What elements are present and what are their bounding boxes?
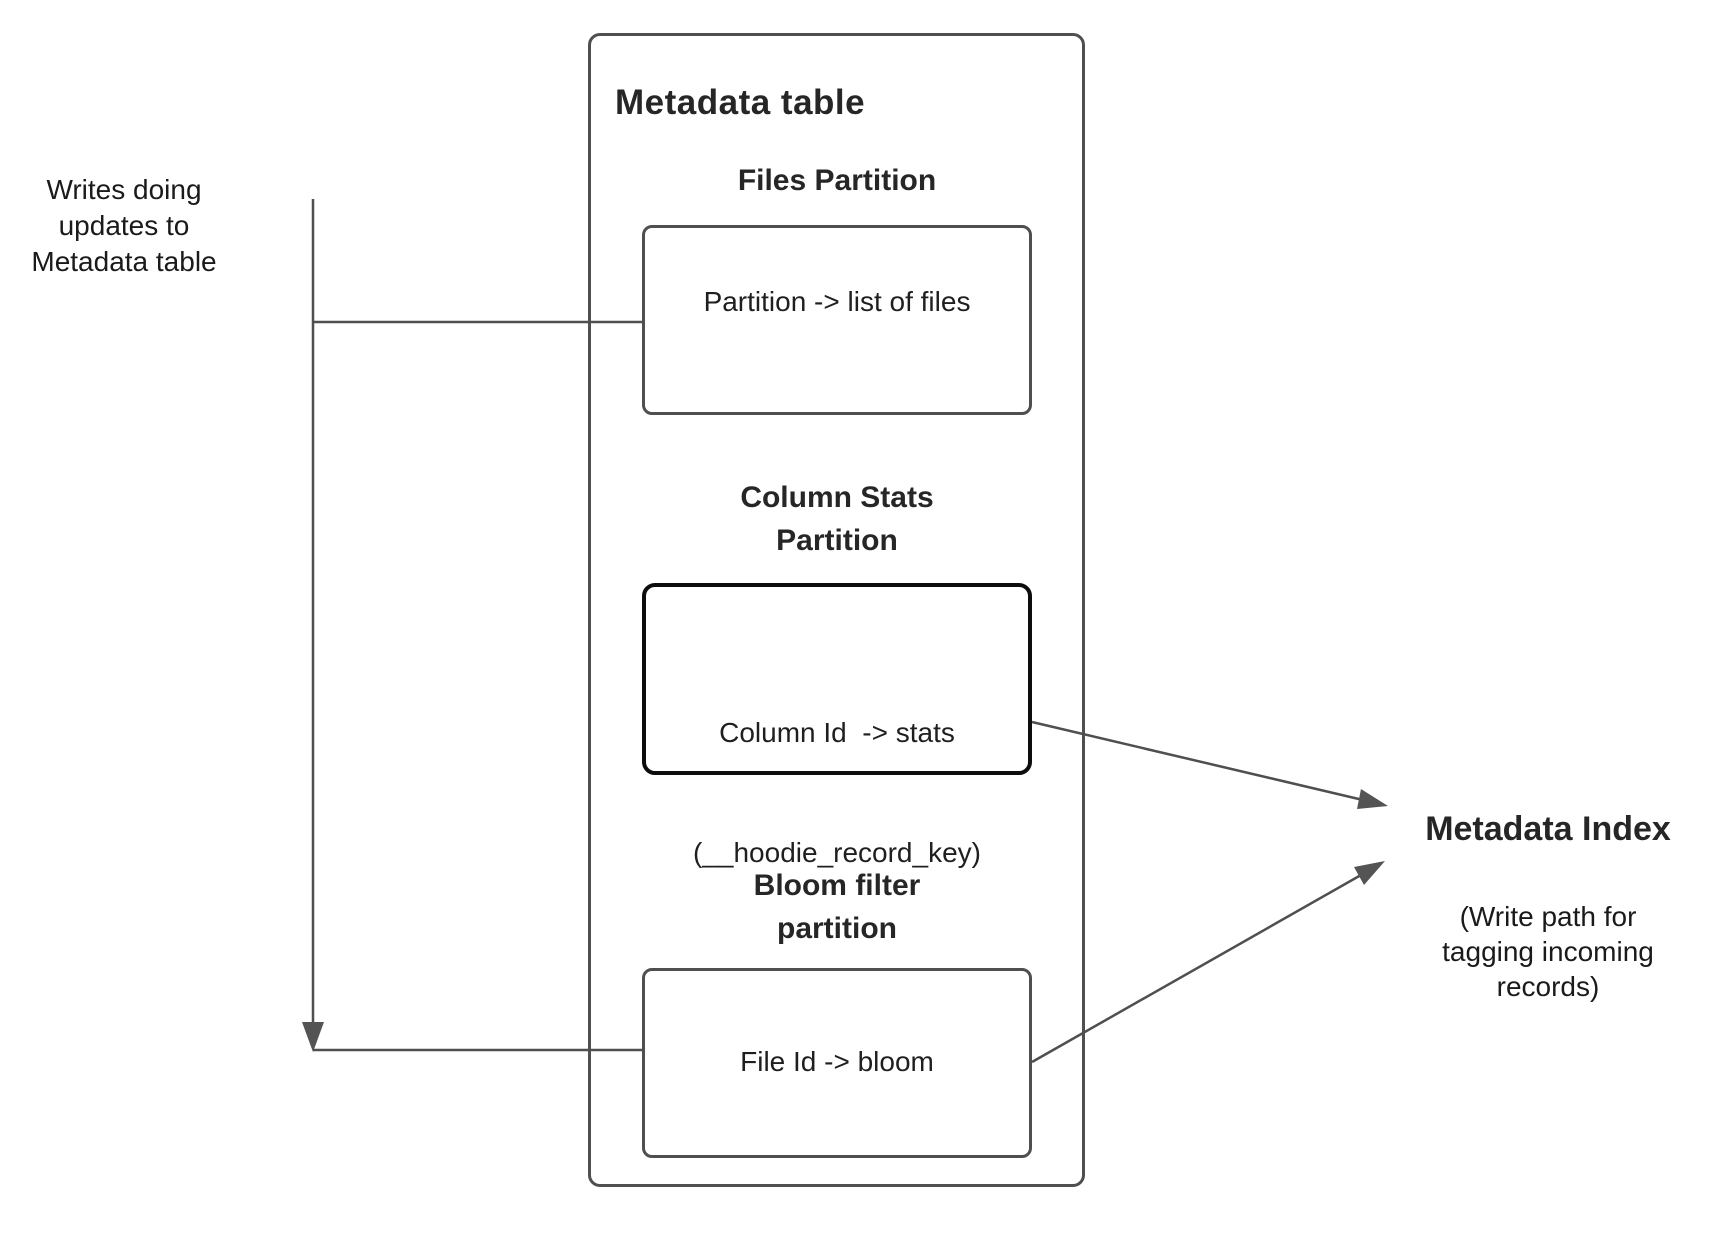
bloom-filter-partition-title-line: Bloom filter — [753, 869, 921, 902]
metadata-table-box: Metadata table Files Partition Partition… — [588, 33, 1085, 1187]
column-stats-to-index-arrowhead-icon — [1357, 789, 1388, 809]
files-partition-mapping: Partition -> list of files — [703, 286, 971, 317]
column-stats-mapping: Column Id -> stats (__hoodie_record_key) — [646, 633, 1028, 953]
bloom-filter-partition-title-line: partition — [777, 912, 897, 945]
writes-arrowhead-down-icon — [302, 1022, 324, 1052]
writes-note-line: Writes doing — [46, 174, 202, 205]
metadata-table-title: Metadata table — [615, 83, 866, 122]
column-stats-mapping-key: (__hoodie_record_key) — [693, 837, 981, 868]
writes-note: Writes doing updates to Metadata table — [14, 172, 234, 280]
metadata-index-title: Metadata Index — [1425, 810, 1671, 848]
writes-note-line: updates to — [58, 210, 190, 241]
metadata-index-subtitle-line: tagging incoming — [1442, 936, 1654, 967]
column-stats-partition-title-line: Column Stats — [740, 481, 934, 514]
metadata-index-subtitle-line: records) — [1496, 971, 1600, 1002]
bloom-filter-mapping: File Id -> bloom — [740, 1046, 934, 1077]
metadata-index-subtitle-line: (Write path for — [1459, 901, 1637, 932]
column-stats-mapping-line: Column Id -> stats — [719, 717, 955, 748]
bloom-filter-partition-box: File Id -> bloom — [642, 968, 1032, 1158]
column-stats-partition-title-line: Partition — [776, 524, 898, 557]
column-stats-partition-box: Column Id -> stats (__hoodie_record_key) — [642, 583, 1032, 868]
column-stats-partition-title: Column Stats Partition — [642, 476, 1032, 562]
bloom-to-index-arrowhead-icon — [1354, 861, 1385, 885]
bloom-to-index-arrow-line — [1031, 873, 1362, 1064]
files-partition-title-line: Files Partition — [737, 164, 937, 197]
writes-note-line: Metadata table — [31, 246, 217, 277]
bloom-filter-partition-title: Bloom filter partition — [642, 864, 1032, 950]
column-stats-to-index-arrow-line — [1031, 720, 1364, 802]
metadata-index-subtitle: (Write path for tagging incoming records… — [1398, 899, 1698, 1004]
files-partition-title: Files Partition — [642, 159, 1032, 202]
files-partition-box: Partition -> list of files — [642, 225, 1032, 415]
